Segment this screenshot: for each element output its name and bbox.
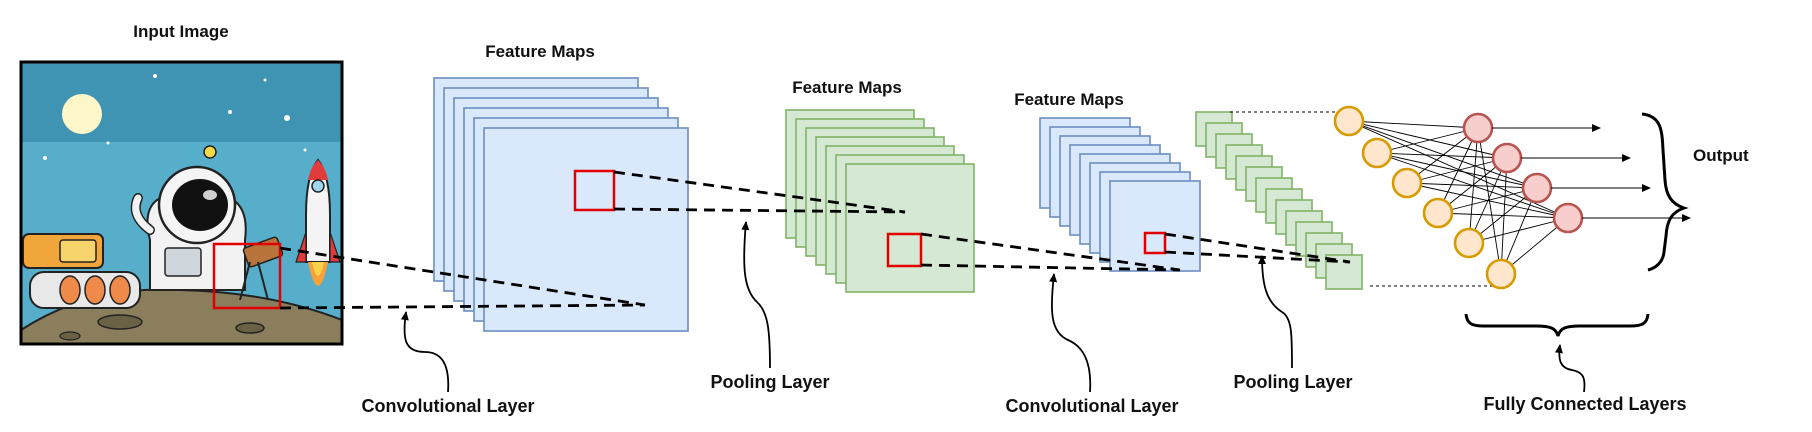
conv-layer-2-pointer bbox=[1049, 273, 1092, 393]
pooling-layer-2-label: Pooling Layer bbox=[1233, 372, 1352, 392]
feature-maps-2-label: Feature Maps bbox=[792, 78, 902, 97]
fc-connection bbox=[1348, 120, 1508, 159]
output-neuron bbox=[1521, 172, 1553, 204]
hidden-neuron bbox=[1485, 258, 1517, 290]
fc-connection bbox=[1500, 157, 1508, 275]
feature-maps-1-stack bbox=[433, 77, 689, 332]
input-image-label: Input Image bbox=[133, 22, 228, 41]
fc-connection bbox=[1468, 217, 1569, 244]
fully-connected-network bbox=[1333, 105, 1584, 290]
conv-layer-1-label: Convolutional Layer bbox=[361, 396, 534, 416]
fc-connection bbox=[1477, 127, 1502, 275]
feature-maps-3-stack bbox=[1039, 117, 1201, 272]
rover-icon bbox=[22, 233, 141, 309]
fc-brace bbox=[1464, 313, 1650, 337]
astronaut-icon bbox=[130, 145, 247, 291]
conv2-receptive-field bbox=[1143, 231, 1167, 255]
fully-connected-label: Fully Connected Layers bbox=[1483, 394, 1686, 414]
fc-connection bbox=[1348, 120, 1479, 129]
conv-layer-1-pointer bbox=[400, 311, 450, 393]
fc-connection bbox=[1376, 127, 1479, 154]
hidden-neuron bbox=[1422, 197, 1454, 229]
pooling-layer-2-pointer bbox=[1258, 255, 1293, 369]
pooling-layer-1-pointer bbox=[741, 221, 771, 369]
pooled-feature-stack bbox=[1195, 111, 1363, 290]
fc-connection bbox=[1406, 157, 1508, 184]
hidden-neuron bbox=[1453, 227, 1485, 259]
feature-maps-3-label: Feature Maps bbox=[1014, 90, 1124, 109]
output-neuron bbox=[1491, 142, 1523, 174]
output-neuron bbox=[1462, 112, 1494, 144]
pooling-layer-1-label: Pooling Layer bbox=[710, 372, 829, 392]
output-arrows bbox=[1492, 124, 1691, 222]
feature-map-2-layer bbox=[845, 163, 975, 293]
fc-connection bbox=[1468, 127, 1479, 244]
fc-connection bbox=[1437, 127, 1479, 214]
fc-connection bbox=[1500, 187, 1538, 275]
input-image bbox=[19, 60, 344, 346]
pool1-receptive-field bbox=[886, 232, 923, 268]
conv1-receptive-field bbox=[573, 169, 616, 212]
hidden-neuron bbox=[1333, 105, 1365, 137]
output-curly-brace bbox=[1641, 112, 1689, 272]
input-receptive-field bbox=[212, 242, 282, 310]
feature-map-3-layer bbox=[1109, 180, 1201, 272]
output-neuron bbox=[1552, 202, 1584, 234]
moon-icon bbox=[62, 94, 102, 134]
feature-map-1-layer bbox=[483, 127, 689, 332]
hidden-neuron bbox=[1391, 167, 1423, 199]
rocket-icon bbox=[295, 158, 341, 286]
fc-layers-pointer bbox=[1554, 344, 1586, 393]
fc-connection bbox=[1468, 157, 1508, 244]
feature-maps-1-label: Feature Maps bbox=[485, 42, 595, 61]
conv-layer-2-label: Convolutional Layer bbox=[1005, 396, 1178, 416]
hidden-neuron bbox=[1361, 137, 1393, 169]
fc-connection bbox=[1437, 187, 1538, 214]
output-label: Output bbox=[1693, 146, 1749, 165]
stars bbox=[43, 74, 307, 202]
projection-lines bbox=[279, 111, 1500, 310]
